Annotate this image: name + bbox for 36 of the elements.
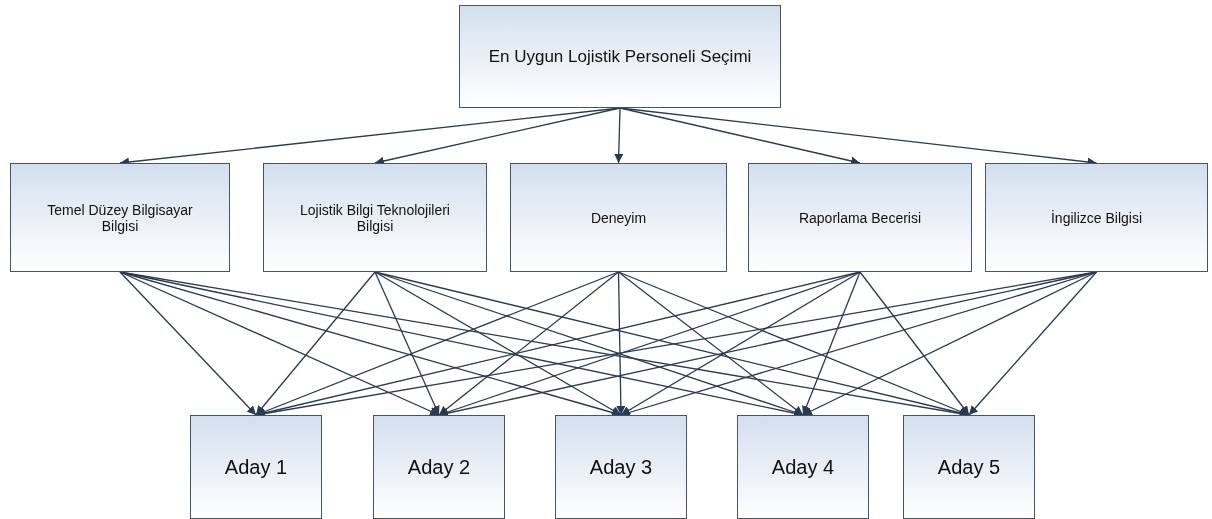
alternative-box [190,415,322,519]
alternative-box [903,415,1035,519]
arrow [617,271,804,416]
arrow [968,271,1098,416]
node-label: Aday 2 [406,454,472,480]
goal-box [459,5,781,108]
node-label: Aday 3 [588,454,654,480]
arrow [614,107,624,164]
node-label: Raporlama Becerisi [797,208,923,228]
alternative-box [373,415,505,519]
arrow [616,271,626,416]
alternative-box [737,415,869,519]
node-label: İngilizce Bilgisi [1049,208,1143,228]
criterion-box [748,163,972,272]
arrow [438,271,620,416]
criterion-box [510,163,727,272]
arrow [374,271,622,416]
arrow [255,271,376,416]
node-label: Temel Düzey Bilgisayar Bilgisi [46,200,194,236]
arrow [119,271,440,416]
node-label: Aday 5 [936,454,1002,480]
arrow [119,271,257,416]
arrow [802,271,1098,416]
node-label: Lojistik Bilgi Teknolojileri Bilgisi [299,200,451,236]
criterion-box [10,163,230,272]
arrow [620,271,861,416]
arrow [374,271,440,416]
alternative-box [555,415,687,519]
node-label: Deneyim [589,208,648,228]
node-label: Aday 1 [223,454,289,480]
node-label: En Uygun Lojistik Personeli Seçimi [487,45,753,68]
node-label: Aday 4 [770,454,836,480]
criterion-box [263,163,487,272]
arrow [802,271,861,416]
criterion-box [985,163,1208,272]
arrow [859,271,970,416]
